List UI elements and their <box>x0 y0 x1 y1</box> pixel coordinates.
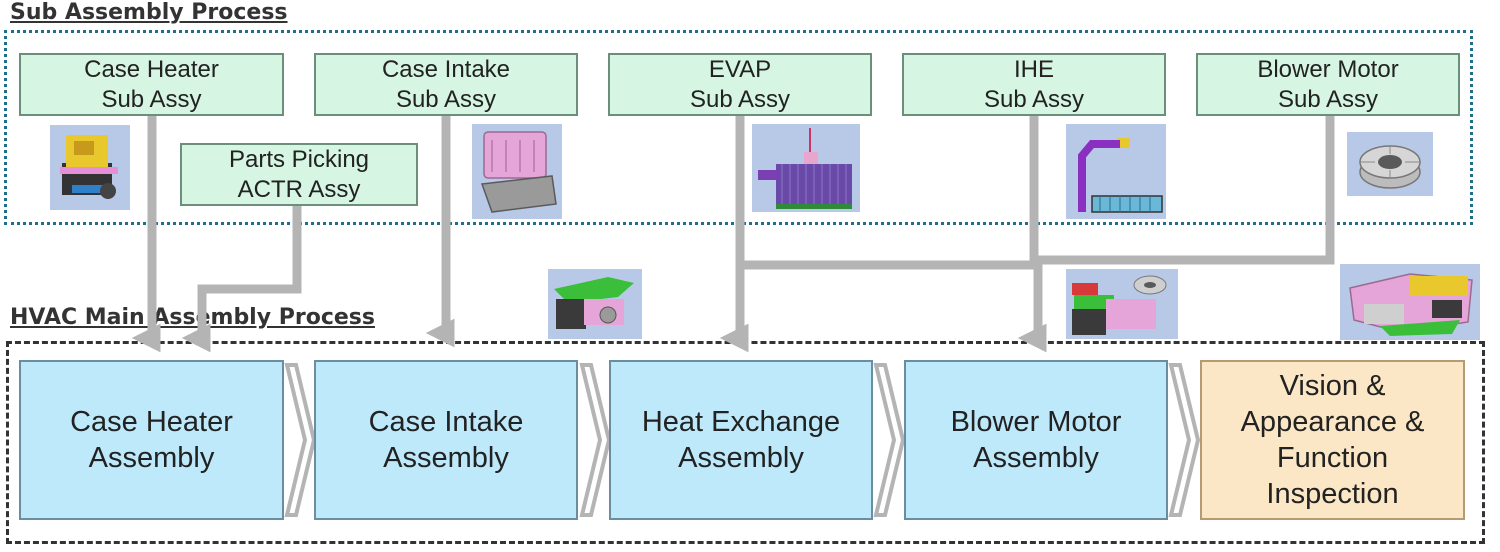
blower-motor-part-image <box>1347 132 1433 196</box>
blower-motor-stage-part-image <box>1066 269 1178 339</box>
case-intake-assembly-label: Case Intake Assembly <box>368 406 524 474</box>
evap-sub-assy-box: EVAP Sub Assy <box>608 53 872 116</box>
ihe-sub-assy-box: IHE Sub Assy <box>902 53 1166 116</box>
blower-motor-assembly-label: Blower Motor Assembly <box>950 406 1122 474</box>
case-heater-assembly-box: Case Heater Assembly <box>19 360 284 520</box>
case-intake-assembly-box: Case Intake Assembly <box>314 360 578 520</box>
arrow-blower-motor <box>1017 113 1335 353</box>
case-heater-sub-assy-box: Case Heater Sub Assy <box>19 53 284 116</box>
ihe-sub-assy-label: IHE Sub Assy <box>983 55 1085 113</box>
flow-chevron-2 <box>579 363 612 517</box>
flow-chevron-1 <box>284 363 317 517</box>
vision-appearance-function-inspection-label: Vision & Appearance & Function Inspectio… <box>1240 370 1425 510</box>
blower-motor-assembly-box: Blower Motor Assembly <box>904 360 1168 520</box>
sub-assembly-title: Sub Assembly Process <box>10 0 288 25</box>
ihe-part-image <box>1066 124 1166 219</box>
vision-appearance-function-inspection-box: Vision & Appearance & Function Inspectio… <box>1200 360 1465 520</box>
evap-sub-assy-label: EVAP Sub Assy <box>689 55 791 113</box>
hvac-unit-part-image <box>1340 264 1480 340</box>
case-heater-part-image <box>50 125 130 210</box>
heat-exchange-assembly-label: Heat Exchange Assembly <box>641 406 841 474</box>
case-heater-assembly-label: Case Heater Assembly <box>70 406 233 474</box>
blower-motor-sub-assy-box: Blower Motor Sub Assy <box>1196 53 1460 116</box>
case-heater-sub-assy-label: Case Heater Sub Assy <box>84 55 219 113</box>
parts-picking-actr-assy-label: Parts Picking ACTR Assy <box>228 145 370 203</box>
evap-part-image <box>752 124 860 212</box>
case-intake-sub-assy-box: Case Intake Sub Assy <box>314 53 578 116</box>
flow-chevron-3 <box>873 363 906 517</box>
case-intake-stage-part-image <box>548 269 642 339</box>
flow-chevron-4 <box>1168 363 1201 517</box>
heat-exchange-assembly-box: Heat Exchange Assembly <box>609 360 873 520</box>
case-intake-sub-assy-label: Case Intake Sub Assy <box>381 55 511 113</box>
blower-motor-sub-assy-label: Blower Motor Sub Assy <box>1257 55 1399 113</box>
case-intake-part-image <box>472 124 562 219</box>
parts-picking-actr-assy-box: Parts Picking ACTR Assy <box>180 143 418 206</box>
arrow-parts-picking <box>181 206 302 353</box>
